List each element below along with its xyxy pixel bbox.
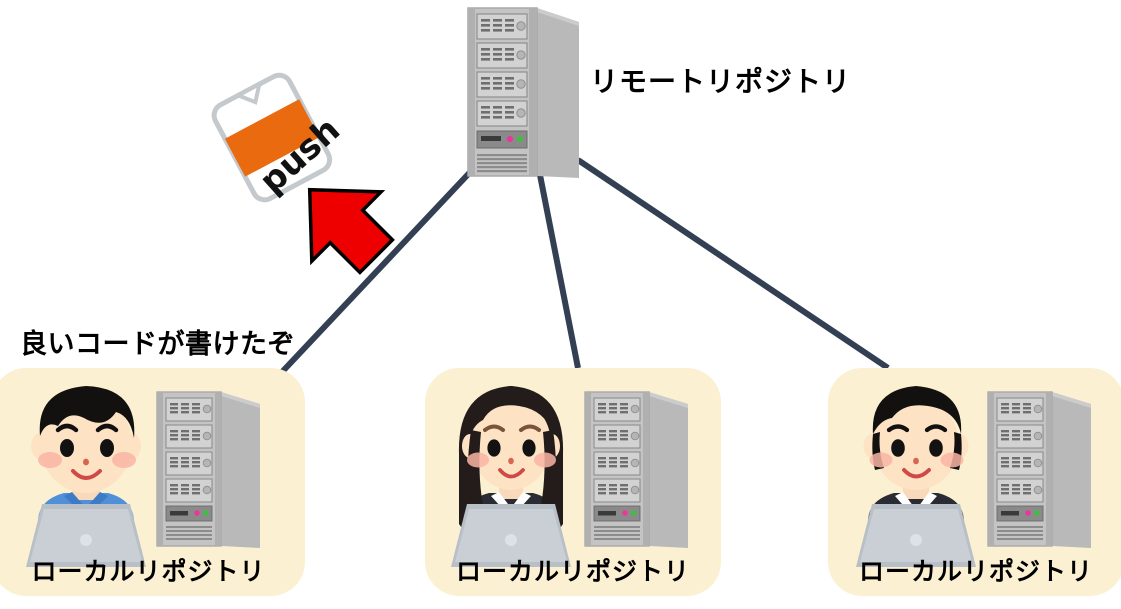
connector-remote-to-local-3 xyxy=(576,157,890,371)
developer-1-caption: 良いコードが書けたぞ xyxy=(20,329,295,359)
local-repository-label-2: ローカルリポジトリ xyxy=(455,558,690,586)
developer-avatar-woman-black-suit xyxy=(451,386,571,567)
connector-remote-to-local-2 xyxy=(537,174,581,369)
local-server-tower-icon-1 xyxy=(156,391,260,548)
remote-server-tower-icon xyxy=(467,7,579,178)
local-repository-box-1[interactable]: ローカルリポジトリ xyxy=(0,368,305,596)
remote-repository-label: リモートリポジトリ xyxy=(590,66,852,97)
local-server-tower-icon-2 xyxy=(584,391,688,548)
local-repository-box-2[interactable]: ローカルリポジトリ xyxy=(425,368,721,596)
local-server-tower-icon-3 xyxy=(987,391,1091,548)
local-repository-box-3[interactable]: ローカルリポジトリ xyxy=(828,368,1121,596)
push-card-document-icon xyxy=(211,72,333,203)
local-repository-label-3: ローカルリポジトリ xyxy=(858,558,1093,586)
push-action-group xyxy=(190,60,420,280)
developer-avatar-man-blue-shirt xyxy=(26,386,146,567)
push-arrow-up-right-icon xyxy=(307,187,395,275)
connector-remote-to-local-1 xyxy=(279,165,477,375)
developer-avatar-man-dark-suit xyxy=(856,386,976,567)
local-repository-label-1: ローカルリポジトリ xyxy=(31,558,266,586)
